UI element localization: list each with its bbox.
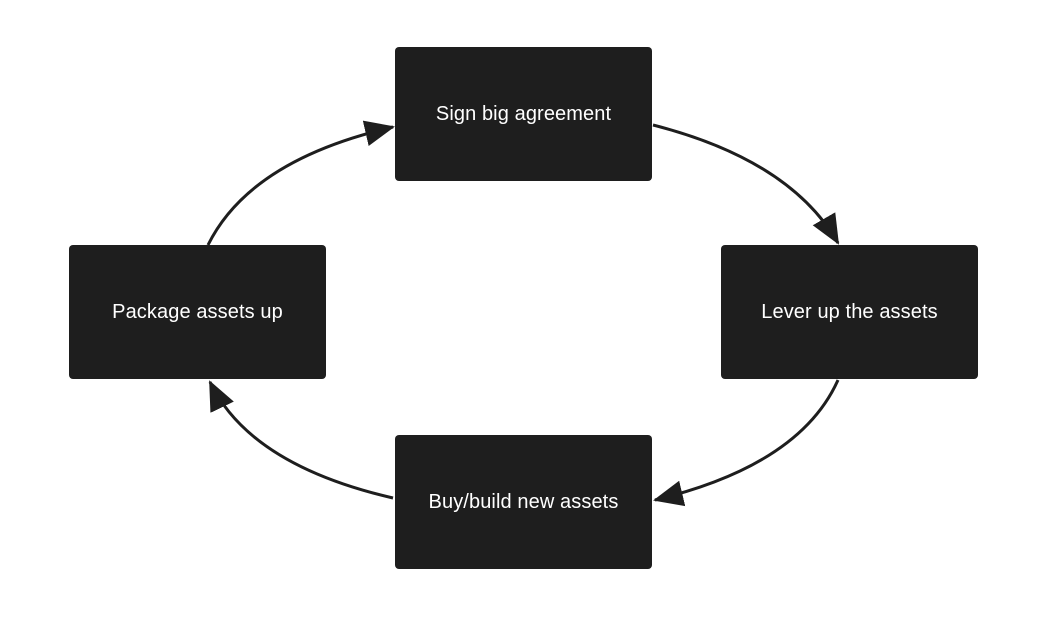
node-label: Lever up the assets (761, 300, 938, 323)
node-label: Buy/build new assets (428, 490, 619, 513)
edge-buy-to-package (208, 380, 394, 500)
node-label: Package assets up (112, 300, 283, 323)
edge-package-to-sign (206, 120, 395, 246)
node-buy-build-new-assets[interactable]: Buy/build new assets (395, 435, 652, 569)
node-sign-big-agreement[interactable]: Sign big agreement (395, 47, 652, 181)
node-label: Sign big agreement (435, 102, 612, 125)
edge-sign-to-lever (652, 123, 840, 245)
node-lever-up-the-assets[interactable]: Lever up the assets (721, 245, 978, 379)
node-package-assets-up[interactable]: Package assets up (69, 245, 326, 379)
edge-lever-to-buy (653, 379, 840, 507)
